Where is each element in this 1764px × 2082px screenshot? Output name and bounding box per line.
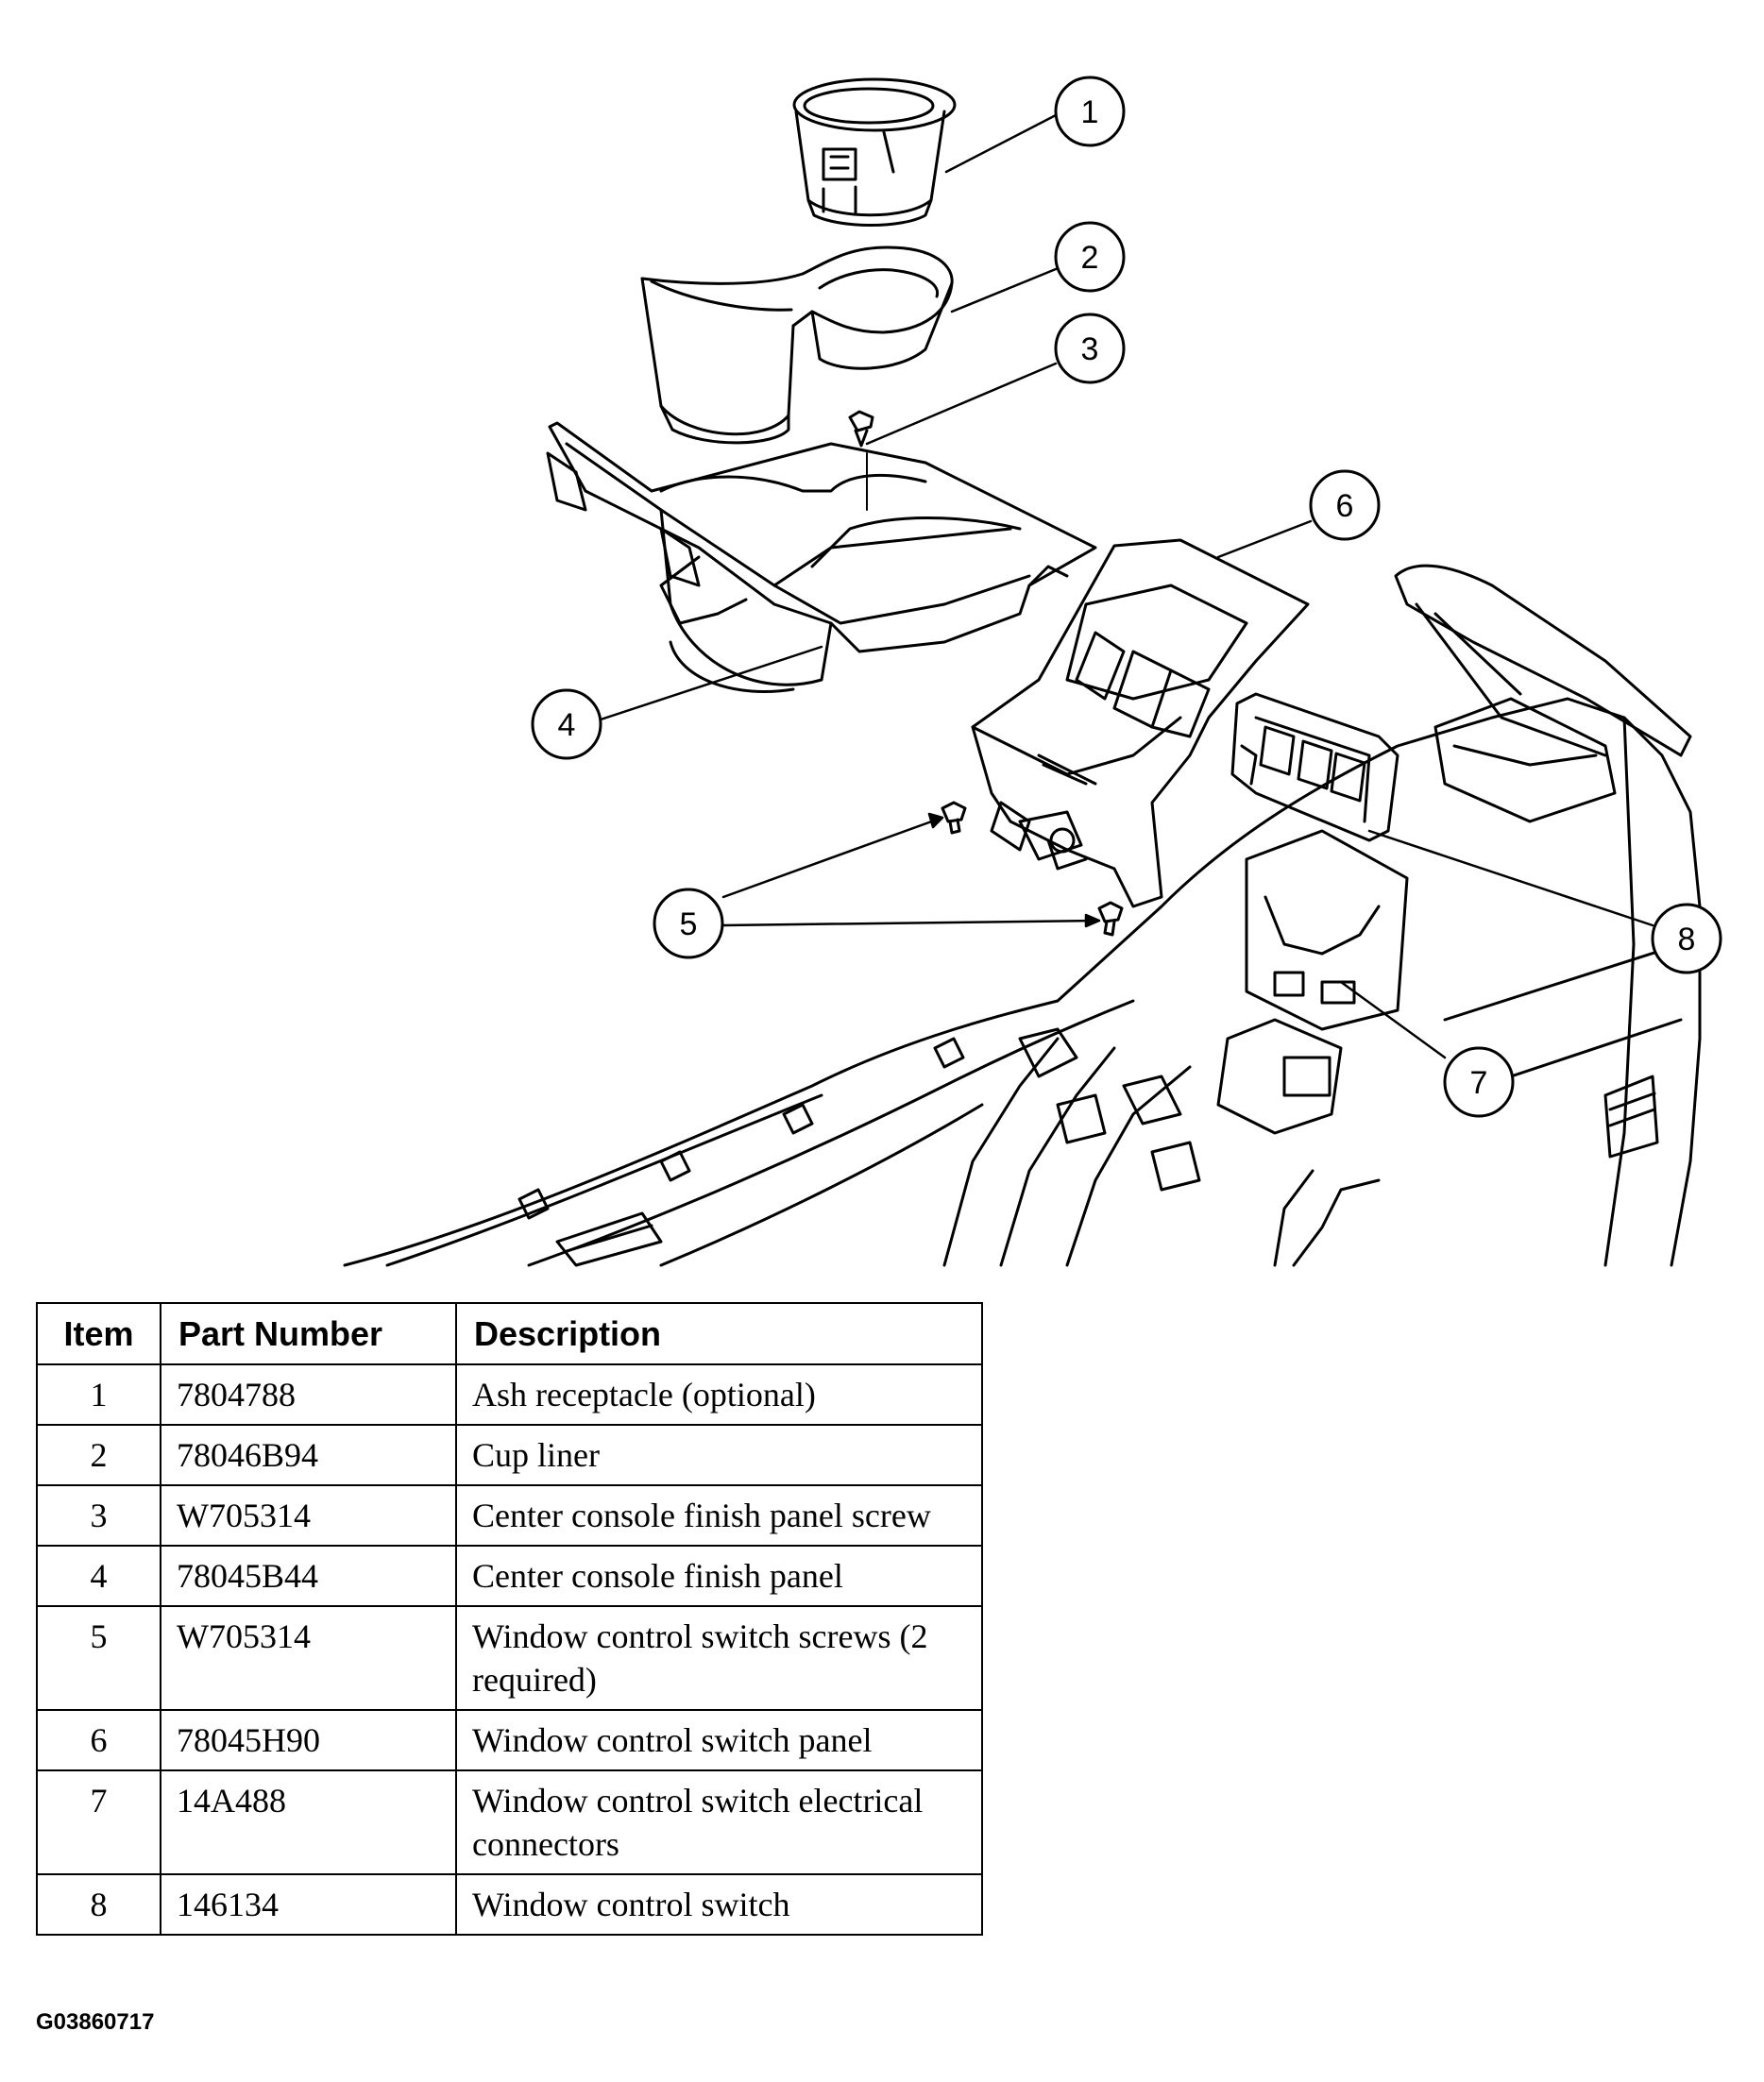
figure-code: G03860717 — [36, 2009, 155, 2035]
svg-text:1: 1 — [1081, 94, 1099, 130]
cell-description: Window control switch panel — [455, 1709, 983, 1771]
cell-description: Window control switch — [455, 1873, 983, 1936]
cell-item: 2 — [36, 1424, 161, 1486]
cell-item: 1 — [36, 1363, 161, 1426]
center-console-finish-panel — [546, 421, 1097, 694]
callout-5: 5 — [653, 888, 724, 959]
svg-text:2: 2 — [1081, 240, 1099, 276]
callout-4: 4 — [531, 688, 602, 760]
table-row: 7 14A488 Window control switch electrica… — [36, 1769, 983, 1875]
cell-description: Window control switch screws (2 required… — [455, 1605, 983, 1711]
cell-part-number: 78046B94 — [160, 1424, 457, 1486]
cup-liner — [640, 245, 954, 445]
table-row: 5 W705314 Window control switch screws (… — [36, 1605, 983, 1711]
cell-item: 6 — [36, 1709, 161, 1771]
header-part-number: Part Number — [160, 1302, 457, 1365]
callout-3: 3 — [1054, 313, 1126, 384]
cell-part-number: 7804788 — [160, 1363, 457, 1426]
cell-part-number: 14A488 — [160, 1769, 457, 1875]
callout-7: 7 — [1443, 1046, 1515, 1118]
callout-2: 2 — [1054, 221, 1126, 293]
cell-description: Cup liner — [455, 1424, 983, 1486]
parts-table: Item Part Number Description 1 7804788 A… — [36, 1302, 983, 1936]
svg-text:6: 6 — [1336, 488, 1354, 524]
cell-description: Center console finish panel — [455, 1545, 983, 1607]
table-row: 1 7804788 Ash receptacle (optional) — [36, 1363, 983, 1426]
cell-item: 3 — [36, 1484, 161, 1547]
cell-part-number: W705314 — [160, 1605, 457, 1711]
svg-text:5: 5 — [680, 906, 698, 942]
cell-part-number: 78045B44 — [160, 1545, 457, 1607]
cell-description: Center console finish panel screw — [455, 1484, 983, 1547]
svg-text:8: 8 — [1678, 922, 1696, 957]
leader-lines — [599, 113, 1654, 1059]
window-control-switch — [1230, 692, 1399, 842]
table-row: 2 78046B94 Cup liner — [36, 1424, 983, 1486]
header-item: Item — [36, 1302, 161, 1365]
table-row: 4 78045B44 Center console finish panel — [36, 1545, 983, 1607]
table-row: 6 78045H90 Window control switch panel — [36, 1709, 983, 1771]
exploded-parts-diagram: 1 2 3 4 5 6 7 8 — [343, 76, 1722, 1267]
finish-panel-screw — [848, 410, 874, 511]
svg-text:4: 4 — [558, 707, 576, 743]
window-control-switch-panel — [971, 538, 1310, 908]
cell-item: 4 — [36, 1545, 161, 1607]
cell-part-number: 146134 — [160, 1873, 457, 1936]
header-description: Description — [455, 1302, 983, 1365]
svg-text:7: 7 — [1470, 1065, 1488, 1101]
switch-screws — [941, 801, 1124, 937]
center-console-body — [343, 564, 1702, 1267]
svg-text:3: 3 — [1081, 331, 1099, 367]
table-row: 8 146134 Window control switch — [36, 1873, 983, 1936]
table-row: 3 W705314 Center console finish panel sc… — [36, 1484, 983, 1547]
cell-item: 5 — [36, 1605, 161, 1711]
table-header-row: Item Part Number Description — [36, 1302, 983, 1365]
callout-1: 1 — [1054, 76, 1126, 147]
cell-description: Window control switch electrical connect… — [455, 1769, 983, 1875]
cell-item: 7 — [36, 1769, 161, 1875]
cell-description: Ash receptacle (optional) — [455, 1363, 983, 1426]
callout-6: 6 — [1309, 469, 1381, 541]
console-lid — [1394, 564, 1692, 757]
ash-receptacle — [792, 77, 957, 227]
cell-part-number: 78045H90 — [160, 1709, 457, 1771]
cell-part-number: W705314 — [160, 1484, 457, 1547]
callout-8: 8 — [1651, 903, 1722, 974]
cell-item: 8 — [36, 1873, 161, 1936]
